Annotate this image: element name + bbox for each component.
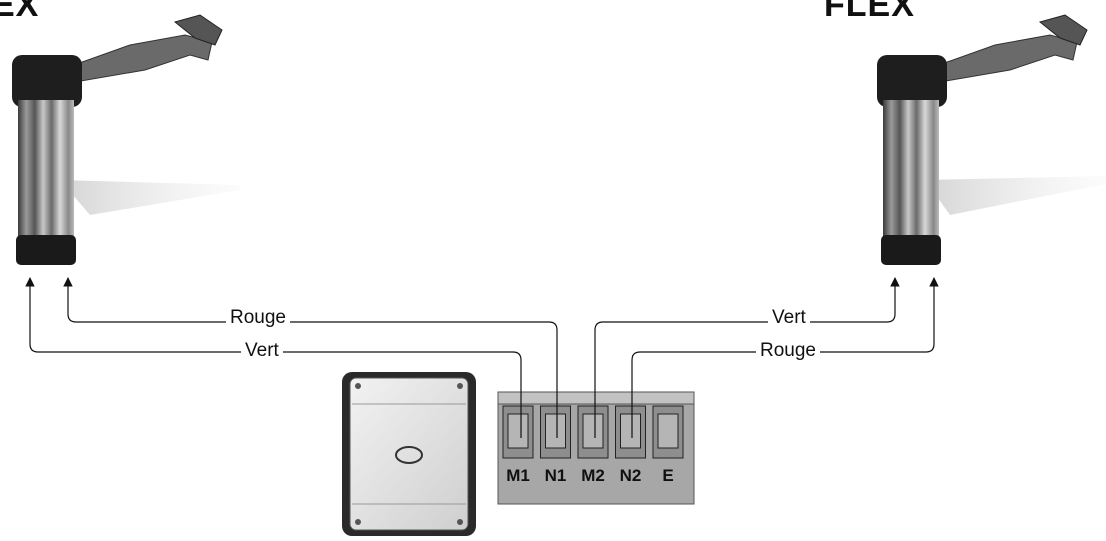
wire-label-right-bottom: Rouge [756,340,820,362]
operator-base [16,235,76,265]
terminal-screw-e [657,413,679,449]
operator-left-title: EX [0,0,40,24]
wire-label-left-top: Rouge [226,307,290,329]
operator-head [12,55,82,107]
wire-label-right-top: Vert [768,307,810,329]
operator-base [881,235,941,265]
terminal-screw-m1 [507,413,529,449]
wire-right-vert [594,277,900,438]
wire-label-left-bottom: Vert [241,340,283,362]
terminal-screw-n1 [545,413,566,449]
terminal-label-m2: M2 [581,466,605,485]
box-cover [349,377,469,531]
logo-emblem [395,446,423,464]
terminal-label-n1: N1 [544,466,567,485]
left-gate-operator [12,14,240,265]
wire-left-rouge [63,277,558,438]
control-panel-box [342,372,476,536]
terminal-label-m1: M1 [506,466,530,485]
operator-arm [58,34,213,83]
operator-right-title: FLEX [824,0,915,24]
right-gate-operator [877,14,1106,265]
arm-bracket [1038,14,1088,46]
operator-arm [923,34,1078,83]
terminal-block [497,391,695,505]
terminal-label-e: E [662,466,674,485]
terminal-screw-n2 [620,413,641,449]
terminal-screw-m2 [582,413,604,449]
operator-shadow [60,180,240,215]
operator-shadow [925,176,1106,215]
operator-body [18,100,74,240]
operator-body [883,100,939,240]
arm-bracket [173,14,223,46]
terminal-label-n2: N2 [619,466,642,485]
operator-head [877,55,947,107]
